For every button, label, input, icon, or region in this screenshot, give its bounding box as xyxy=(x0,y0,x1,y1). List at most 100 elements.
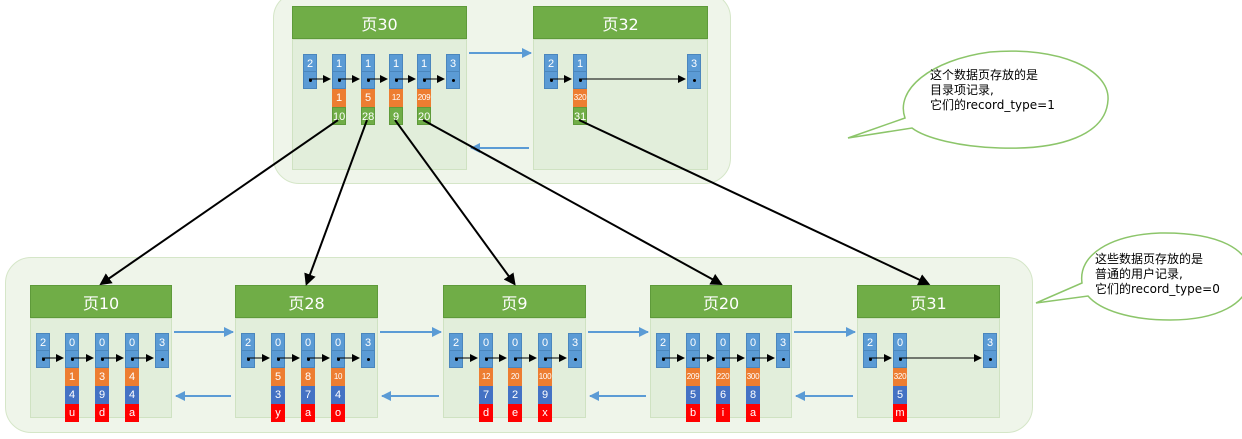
next-record-pointer-cell xyxy=(746,350,760,368)
callout-line: 目录项记录, xyxy=(930,83,994,97)
next-record-pointer-cell xyxy=(271,350,285,368)
next-record-pointer-cell xyxy=(479,350,493,368)
next-record-pointer-cell xyxy=(983,350,997,368)
page-title: 页10 xyxy=(30,285,172,318)
pointer-dot xyxy=(307,358,310,361)
key-cell: 20 xyxy=(508,368,522,386)
record-type-cell: 3 xyxy=(983,333,997,351)
key-cell: 8 xyxy=(301,368,315,386)
column-c2-cell: 9 xyxy=(95,386,109,404)
next-record-pointer-cell xyxy=(332,71,346,89)
child-page-pointer xyxy=(304,119,368,286)
pointer-dot xyxy=(309,79,312,82)
column-c3-cell: a xyxy=(746,404,760,422)
column-c3-cell: b xyxy=(686,404,700,422)
pointer-dot xyxy=(899,358,902,361)
next-record-pointer-cell xyxy=(95,350,109,368)
next-record-pointer-cell xyxy=(508,350,522,368)
record-type-cell: 0 xyxy=(893,333,907,351)
next-record-pointer-cell xyxy=(303,71,317,89)
next-record-pointer-cell xyxy=(893,350,907,368)
key-cell: 1 xyxy=(332,89,346,107)
record-type-cell: 1 xyxy=(332,54,346,72)
key-cell: 100 xyxy=(538,368,552,386)
column-c2-cell: 7 xyxy=(301,386,315,404)
next-record-pointer-cell xyxy=(863,350,877,368)
pointer-dot xyxy=(579,79,582,82)
key-cell: 5 xyxy=(271,368,285,386)
page-title: 页9 xyxy=(443,285,586,318)
column-c2-cell: 3 xyxy=(271,386,285,404)
pointer-dot xyxy=(277,358,280,361)
pointer-dot xyxy=(662,358,665,361)
record-type-cell: 0 xyxy=(508,333,522,351)
pointer-dot xyxy=(337,358,340,361)
column-c2-cell: 5 xyxy=(686,386,700,404)
key-cell: 3 xyxy=(95,368,109,386)
key-cell: 220 xyxy=(716,368,730,386)
key-cell: 10 xyxy=(331,368,345,386)
column-c3-cell: d xyxy=(479,404,493,422)
pointer-dot xyxy=(692,358,695,361)
pointer-dot xyxy=(550,79,553,82)
column-c2-cell: 7 xyxy=(479,386,493,404)
next-record-pointer-cell xyxy=(301,350,315,368)
pointer-dot xyxy=(752,358,755,361)
next-record-pointer-cell xyxy=(776,350,790,368)
next-record-pointer-cell xyxy=(446,71,460,89)
next-record-pointer-cell xyxy=(331,350,345,368)
callout-line: 这些数据页存放的是 xyxy=(1095,252,1204,266)
record-type-cell: 0 xyxy=(746,333,760,351)
next-record-pointer-cell xyxy=(538,350,552,368)
page-title: 页31 xyxy=(857,285,1000,318)
child-page-pointer xyxy=(394,119,516,286)
next-record-pointer-cell xyxy=(125,350,139,368)
key-cell: 12 xyxy=(389,89,403,107)
next-record-pointer-cell xyxy=(36,350,50,368)
key-cell: 4 xyxy=(125,368,139,386)
column-c2-cell: 6 xyxy=(716,386,730,404)
column-c3-cell: a xyxy=(125,404,139,422)
pointer-dot xyxy=(722,358,725,361)
page-number-cell: 20 xyxy=(417,107,431,125)
column-c3-cell: d xyxy=(95,404,109,422)
column-c3-cell: i xyxy=(716,404,730,422)
column-c3-cell: y xyxy=(271,404,285,422)
callout-line: 它们的record_type=0 xyxy=(1095,282,1220,296)
column-c3-cell: e xyxy=(508,404,522,422)
page-number-cell: 31 xyxy=(573,107,587,125)
next-record-pointer-cell xyxy=(449,350,463,368)
pointer-dot xyxy=(574,358,577,361)
pointer-dot xyxy=(869,358,872,361)
pointer-dot xyxy=(131,358,134,361)
pointer-dot xyxy=(544,358,547,361)
column-c2-cell: 8 xyxy=(746,386,760,404)
callout-line: 它们的record_type=1 xyxy=(930,98,1055,112)
pointer-dot xyxy=(455,358,458,361)
key-cell: 12 xyxy=(479,368,493,386)
pointer-dot xyxy=(247,358,250,361)
key-cell: 209 xyxy=(417,89,431,107)
pointer-dot xyxy=(485,358,488,361)
page-title: 页32 xyxy=(533,6,708,39)
pointer-dot xyxy=(367,358,370,361)
next-record-pointer-cell xyxy=(544,71,558,89)
pointer-dot xyxy=(452,79,455,82)
column-c2-cell: 4 xyxy=(65,386,79,404)
record-type-cell: 0 xyxy=(538,333,552,351)
column-c3-cell: m xyxy=(893,404,907,422)
